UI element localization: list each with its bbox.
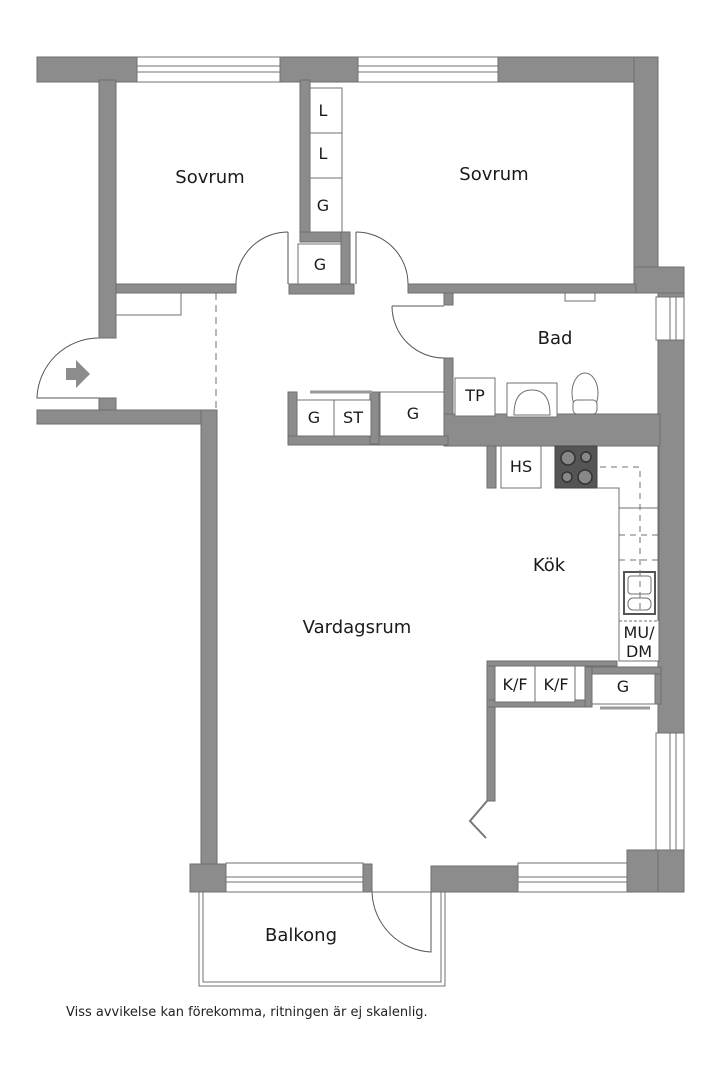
wall bbox=[584, 666, 662, 675]
fixture-label-wardrobe-g-1: G bbox=[316, 196, 330, 215]
wardrobe-g-2-box bbox=[297, 243, 342, 285]
wall bbox=[299, 79, 311, 241]
wall bbox=[279, 56, 359, 83]
counter-outline bbox=[597, 445, 660, 662]
fixture-label-kf-1: K/F bbox=[502, 675, 528, 694]
wall bbox=[584, 666, 593, 708]
window bbox=[357, 56, 499, 83]
wall bbox=[443, 292, 454, 306]
fixture-label-hall-g-2: G bbox=[406, 404, 420, 423]
room-label-vardagsrum: Vardagsrum bbox=[302, 617, 412, 638]
wall bbox=[486, 660, 496, 802]
wall bbox=[443, 413, 661, 447]
room-label-sovrum-2: Sovrum bbox=[459, 164, 529, 185]
wall bbox=[115, 283, 237, 294]
door-balcony bbox=[371, 891, 432, 953]
wall bbox=[486, 660, 618, 667]
wardrobe-g-1-box bbox=[309, 177, 343, 233]
wall bbox=[36, 409, 218, 425]
mu-dm-line-1: MU/ bbox=[623, 623, 655, 642]
fixture-label-kf-2: K/F bbox=[543, 675, 569, 694]
mu-dm-line-2: DM bbox=[625, 642, 653, 661]
wall bbox=[430, 865, 519, 893]
disclaimer-text: Viss avvikelse kan förekomma, ritningen … bbox=[66, 1005, 428, 1020]
fixture-label-hall-g: G bbox=[307, 408, 321, 427]
door-bedroom-1 bbox=[235, 231, 289, 284]
window bbox=[136, 56, 281, 83]
wall bbox=[287, 435, 449, 446]
room-label-kok: Kök bbox=[532, 555, 566, 576]
bifold-door bbox=[468, 800, 488, 839]
wall bbox=[288, 283, 355, 295]
room-label-bad: Bad bbox=[537, 328, 573, 349]
fixture-label-tp: TP bbox=[465, 386, 485, 405]
room-label-balkong: Balkong bbox=[264, 925, 338, 946]
wall bbox=[200, 409, 218, 866]
wall bbox=[98, 79, 117, 339]
wall bbox=[654, 673, 662, 705]
wall bbox=[497, 56, 659, 83]
fixture-label-wardrobe-g-2: G bbox=[313, 255, 327, 274]
wall bbox=[36, 56, 138, 83]
fixture-label-hs: HS bbox=[509, 457, 533, 476]
wall bbox=[362, 863, 373, 893]
fixture-label-wardrobe-l-1: L bbox=[318, 101, 328, 120]
door-bedroom-2 bbox=[355, 231, 409, 285]
door-entrance bbox=[36, 337, 100, 399]
wall bbox=[633, 56, 659, 270]
wall bbox=[189, 863, 227, 893]
door-bath bbox=[391, 305, 445, 359]
wall bbox=[657, 339, 685, 741]
wall bbox=[443, 357, 454, 419]
fixture-label-kitchen-g: G bbox=[616, 677, 630, 696]
room-label-sovrum-1: Sovrum bbox=[175, 167, 245, 188]
fixture-label-hall-st: ST bbox=[343, 408, 363, 427]
wall bbox=[407, 283, 637, 294]
wardrobe-l-2-box bbox=[309, 132, 343, 179]
wall bbox=[340, 231, 351, 287]
fixture-label-mu-dm: MU/ DM bbox=[624, 623, 655, 661]
wall bbox=[633, 266, 685, 294]
wall bbox=[657, 849, 685, 893]
arrow-right-icon bbox=[66, 360, 90, 388]
wall bbox=[486, 445, 497, 489]
fixture-label-wardrobe-l-2: L bbox=[318, 144, 328, 163]
